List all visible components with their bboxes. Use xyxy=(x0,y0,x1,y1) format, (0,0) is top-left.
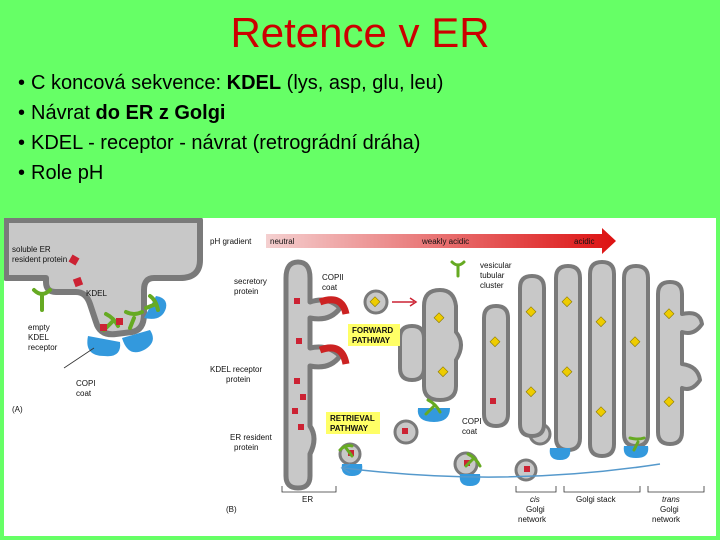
retrieval-arrow xyxy=(340,463,661,478)
label-empty-receptor: receptor xyxy=(28,343,58,352)
label-vtc: vesicular xyxy=(480,261,512,270)
label-trans-golgi: network xyxy=(652,515,681,524)
copii-coat xyxy=(318,296,350,315)
label-kdel-receptor: protein xyxy=(226,375,250,384)
bullet-text: C koncová sekvence: xyxy=(31,72,227,94)
copi-coat-b xyxy=(341,408,649,486)
copi-coat-a xyxy=(122,330,153,353)
label-er: ER xyxy=(302,495,313,504)
kdel-receptor-icon xyxy=(32,288,160,332)
label-soluble-er: resident protein xyxy=(12,255,67,264)
pathway-arrow xyxy=(392,297,418,307)
label-ph-gradient: pH gradient xyxy=(210,237,252,246)
label-forward-pathway: PATHWAY xyxy=(352,336,391,345)
bullet-item: •Návrat do ER z Golgi xyxy=(18,98,443,128)
label-trans-golgi: Golgi xyxy=(660,505,679,514)
label-secretory: protein xyxy=(234,287,258,296)
copii-coat xyxy=(318,344,350,365)
panel-b: pH gradient neutral weakly acidic acidic xyxy=(210,228,705,524)
label-cis-golgi: cis xyxy=(530,495,540,504)
bullet-bold: KDEL xyxy=(226,72,282,94)
bullet-text: Návrat xyxy=(31,102,96,124)
figure-svg: soluble ER resident protein KDEL empty K… xyxy=(4,218,705,524)
bullet-bold: do ER z Golgi xyxy=(95,102,226,124)
label-kdel-receptor: KDEL receptor xyxy=(210,365,263,374)
resident-protein-icon xyxy=(68,254,123,331)
er-membrane-a xyxy=(4,218,203,338)
bullet-text: KDEL - receptor - návrat (retrográdní dr… xyxy=(31,132,421,154)
leader-line xyxy=(63,347,95,369)
bullet-dot: • xyxy=(18,162,26,184)
copi-coat-a xyxy=(87,336,121,357)
label-kdel: KDEL xyxy=(86,289,107,298)
label-secretory: secretory xyxy=(234,277,267,286)
forward-pathway-box xyxy=(348,324,400,346)
bullet-text: Role pH xyxy=(31,162,104,184)
label-copii-coat: COPII xyxy=(322,273,344,282)
vesicular-tubular-cluster xyxy=(398,323,426,383)
panel-a-label: (A) xyxy=(12,405,23,414)
label-empty-receptor: KDEL xyxy=(28,333,49,342)
label-neutral: neutral xyxy=(270,237,295,246)
er-retention-figure: soluble ER resident protein KDEL empty K… xyxy=(4,218,716,536)
bullet-dot: • xyxy=(18,72,26,94)
label-weakly-acidic: weakly acidic xyxy=(421,237,469,246)
label-retrieval-pathway: RETRIEVAL xyxy=(330,414,375,423)
compartment-bracket xyxy=(281,486,705,493)
ph-gradient-arrow xyxy=(266,228,616,254)
label-trans-golgi: trans xyxy=(662,495,680,504)
label-cis-golgi: network xyxy=(518,515,547,524)
label-copi-coat-b: COPI xyxy=(462,417,482,426)
bullet-dot: • xyxy=(18,132,26,154)
label-retrieval-pathway: PATHWAY xyxy=(330,424,369,433)
retrieval-pathway-box xyxy=(326,412,380,434)
label-er-resident: ER resident xyxy=(230,433,273,442)
panel-a: soluble ER resident protein KDEL empty K… xyxy=(4,218,203,414)
label-copi-coat-a: coat xyxy=(76,389,92,398)
bullet-list: •C koncová sekvence: KDEL (lys, asp, glu… xyxy=(18,68,443,188)
bullet-item: •Role pH xyxy=(18,158,443,188)
label-er-resident: protein xyxy=(234,443,258,452)
slide-title: Retence v ER xyxy=(230,9,490,56)
label-golgi-stack: Golgi stack xyxy=(576,495,617,504)
kdel-receptor-b xyxy=(338,260,646,468)
label-copi-coat-b: coat xyxy=(462,427,478,436)
secretory-cargo xyxy=(369,296,675,418)
label-forward-pathway: FORWARD xyxy=(352,326,393,335)
label-vtc: cluster xyxy=(480,281,504,290)
bullet-dot: • xyxy=(18,102,26,124)
bullet-rest: (lys, asp, glu, leu) xyxy=(281,72,444,94)
panel-b-label: (B) xyxy=(226,505,237,514)
label-acidic: acidic xyxy=(574,237,594,246)
er-membrane-b xyxy=(283,259,343,491)
label-cis-golgi: Golgi xyxy=(526,505,545,514)
label-soluble-er: soluble ER xyxy=(12,245,51,254)
bullet-item: •KDEL - receptor - návrat (retrográdní d… xyxy=(18,128,443,158)
label-copi-coat-a: COPI xyxy=(76,379,96,388)
label-vtc: tubular xyxy=(480,271,505,280)
bullet-item: •C koncová sekvence: KDEL (lys, asp, glu… xyxy=(18,68,443,98)
golgi-cisterna xyxy=(482,260,704,458)
label-copii-coat: coat xyxy=(322,283,338,292)
label-empty-receptor: empty xyxy=(28,323,50,332)
copi-coat-a xyxy=(144,296,167,319)
